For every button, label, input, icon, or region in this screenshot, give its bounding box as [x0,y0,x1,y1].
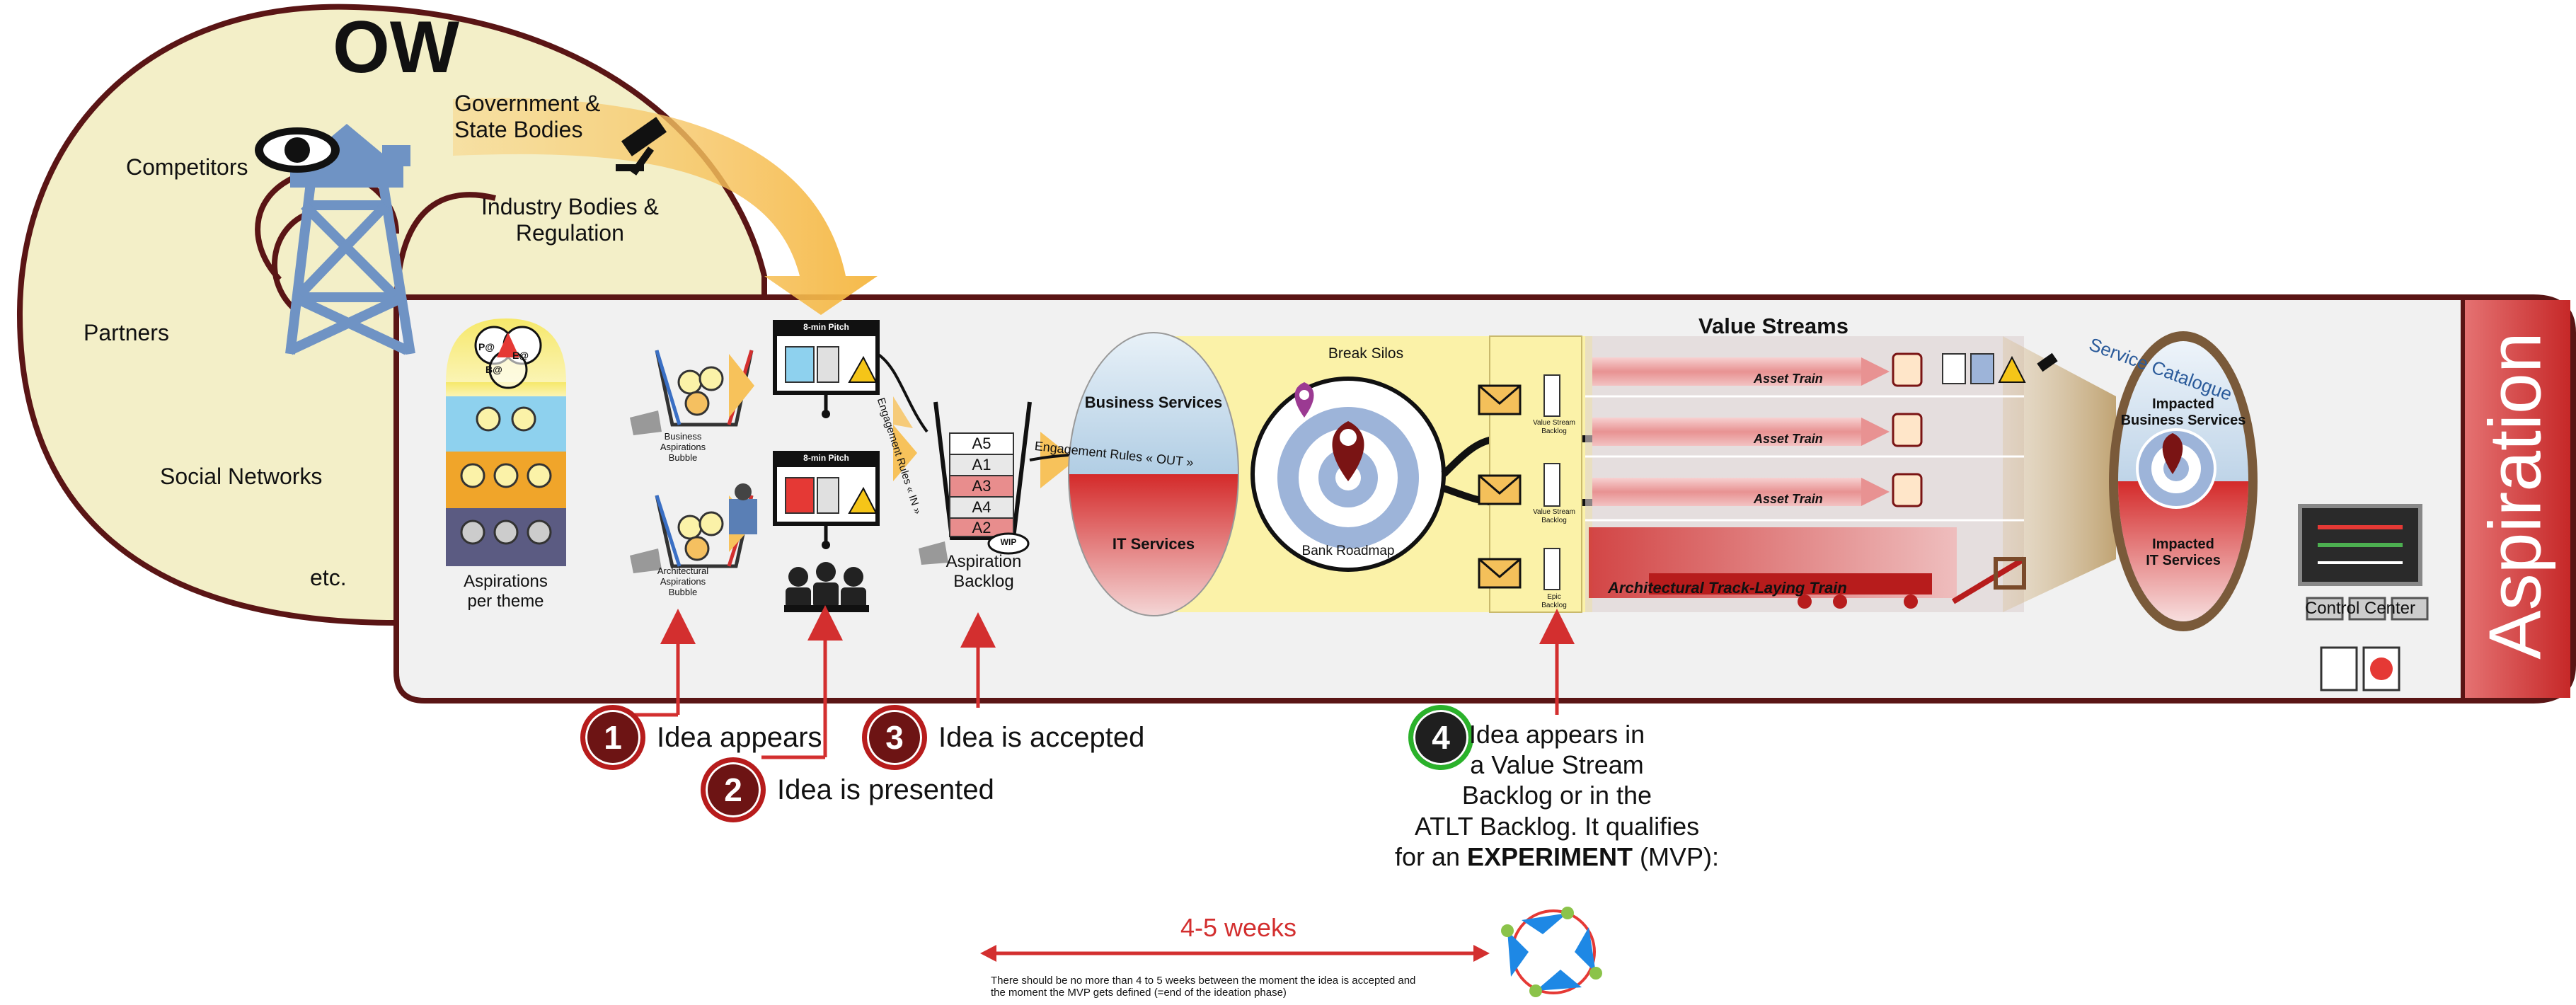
step-1-badge: 1 [580,705,645,770]
doc-icons [1942,352,2058,384]
ow-industry: Industry Bodies & Regulation [481,194,659,246]
pitch-label-2: 8-min Pitch [803,453,849,463]
aspiration-backlog-bucket [919,401,1032,565]
ow-flow-arrow [453,98,878,315]
business-aspirations-bubble [630,350,754,435]
eye-icon [255,127,340,173]
step-1-text: Idea appears [657,722,822,753]
step-3: 3 Idea is accepted [862,705,1144,770]
aspiration-backlog-label: Aspiration Backlog [945,552,1022,591]
venn-e: E@ [512,350,529,361]
asset-train-label-3: Asset Train [1754,492,1823,506]
architectural-bubble-label: Architectural Aspirations Bubble [657,565,709,597]
step-4-text: Idea appears in a Value Stream Backlog o… [1387,719,1727,872]
step-4-text-experiment: EXPERIMENT [1467,842,1633,871]
impacted-business-label: Impacted Business Services [2120,396,2246,428]
backlog-item-a5: A5 [972,435,991,452]
timeline-label: 4-5 weeks [1180,913,1297,942]
asset-train-label-1: Asset Train [1754,372,1823,386]
bank-roadmap-target [1250,377,1446,572]
report-icons [2320,646,2400,691]
control-center-label: Control Center [2304,599,2416,618]
control-center-icon [2298,504,2429,621]
vs-backlog-label-2: Value Stream Backlog [1533,508,1575,524]
ow-title: OW [333,6,460,88]
gavel-icon [616,117,667,176]
atlt-label: Architectural Track-Laying Train [1608,579,1847,597]
backlog-item-a3: A3 [972,477,991,495]
step-4: 4 [1408,705,1473,770]
step-4-text-b: (MVP): [1633,842,1720,871]
business-services-label: Business Services [1084,394,1223,411]
mvp-cycle-icon [1501,907,1602,997]
atlt-train [1589,527,2026,609]
aspiration-title: Aspiration [2474,331,2557,660]
pitch-board-1 [773,320,880,418]
aspirations-per-theme-label: Aspirations per theme [464,572,548,611]
epic-backlog-label: Epic Backlog [1541,593,1567,609]
timeline-arrow [980,945,1490,962]
wip-label: WIP [1000,537,1017,547]
step-4-badge: 4 [1408,705,1473,770]
presenter-icon [729,483,757,534]
break-silos-label: Break Silos [1328,345,1404,362]
step-2-text: Idea is presented [777,774,994,805]
vs-backlog-label-1: Value Stream Backlog [1533,419,1575,435]
ow-etc: etc. [310,565,347,590]
watchtower-icon [285,176,415,355]
step-2: 2 Idea is presented [701,757,994,822]
catalogue-funnel [2003,336,2116,612]
impacted-it-label: Impacted IT Services [2146,536,2221,568]
backlog-item-a2: A2 [972,519,991,536]
ow-competitors: Competitors [126,154,248,180]
venn-p: P@ [478,341,495,352]
timeline-note: There should be no more than 4 to 5 week… [991,975,1416,999]
step-3-badge: 3 [862,705,927,770]
step-arrows [607,605,1575,759]
ow-partners: Partners [84,320,169,345]
step-4-text-a: Idea appears in a Value Stream Backlog o… [1394,720,1700,871]
service-catalogue-oval [2109,331,2258,631]
step-3-text: Idea is accepted [938,722,1145,753]
step-1: 1 Idea appears [580,705,822,770]
ow-government: Government & State Bodies [454,91,601,142]
pitch-label-1: 8-min Pitch [803,322,849,332]
asset-trains [1592,357,1890,506]
it-services-label: IT Services [1112,535,1195,553]
vs-backlog-envelopes [1478,374,1560,590]
backlog-item-a4: A4 [972,498,991,516]
value-streams-title: Value Streams [1698,314,1848,338]
backlog-item-a1: A1 [972,456,991,473]
scroll-icons [1892,352,1923,507]
venn-b: B@ [485,364,502,375]
pitch-board-2 [773,451,880,549]
business-bubble-label: Business Aspirations Bubble [660,431,706,463]
aspiration-title-bar [2463,300,2570,698]
bank-roadmap-label: Bank Roadmap [1301,544,1395,558]
asset-train-label-2: Asset Train [1754,432,1823,446]
ow-zone [16,4,767,626]
ow-social-networks: Social Networks [160,464,323,489]
bulb-icons [460,406,552,545]
step-2-badge: 2 [701,757,766,822]
